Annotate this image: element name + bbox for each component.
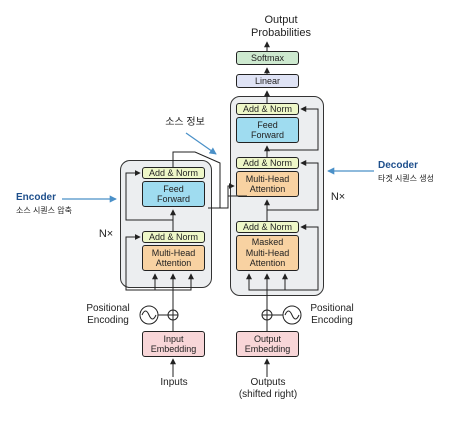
linear-box: Linear bbox=[236, 74, 299, 88]
encoder-repeat-label: N× bbox=[98, 228, 114, 240]
output-embedding-box: Output Embedding bbox=[236, 331, 299, 357]
decoder-positional-label: Positional Encoding bbox=[310, 303, 354, 326]
input-embedding-box: Input Embedding bbox=[142, 331, 205, 357]
decoder-attention: Multi-Head Attention bbox=[236, 171, 299, 197]
decoder-subtitle: 타겟 시퀀스 생성 bbox=[378, 174, 434, 183]
encoder-add-norm-top: Add & Norm bbox=[142, 167, 205, 179]
decoder-add-norm-1: Add & Norm bbox=[236, 103, 299, 115]
outputs-label: Outputs (shifted right) bbox=[238, 377, 298, 400]
encoder-feed-forward: Feed Forward bbox=[142, 181, 205, 207]
softmax-box: Softmax bbox=[236, 51, 299, 65]
encoder-subtitle: 소스 시퀀스 압축 bbox=[16, 206, 72, 215]
decoder-repeat-label: N× bbox=[330, 191, 346, 203]
encoder-title: Encoder bbox=[16, 192, 57, 203]
decoder-masked-attention: Masked Multi-Head Attention bbox=[236, 235, 299, 271]
decoder-add-norm-2: Add & Norm bbox=[236, 157, 299, 169]
decoder-title: Decoder bbox=[378, 160, 419, 171]
inputs-label: Inputs bbox=[160, 377, 188, 388]
encoder-positional-label: Positional Encoding bbox=[86, 303, 130, 326]
encoder-attention: Multi-Head Attention bbox=[142, 245, 205, 271]
decoder-feed-forward: Feed Forward bbox=[236, 117, 299, 143]
source-info-arrow bbox=[185, 132, 217, 155]
decoder-add-norm-3: Add & Norm bbox=[236, 221, 299, 233]
output-probabilities-label: Output Probabilities bbox=[251, 14, 311, 39]
source-info-label: 소스 정보 bbox=[165, 117, 205, 128]
encoder-add-norm-bottom: Add & Norm bbox=[142, 231, 205, 243]
